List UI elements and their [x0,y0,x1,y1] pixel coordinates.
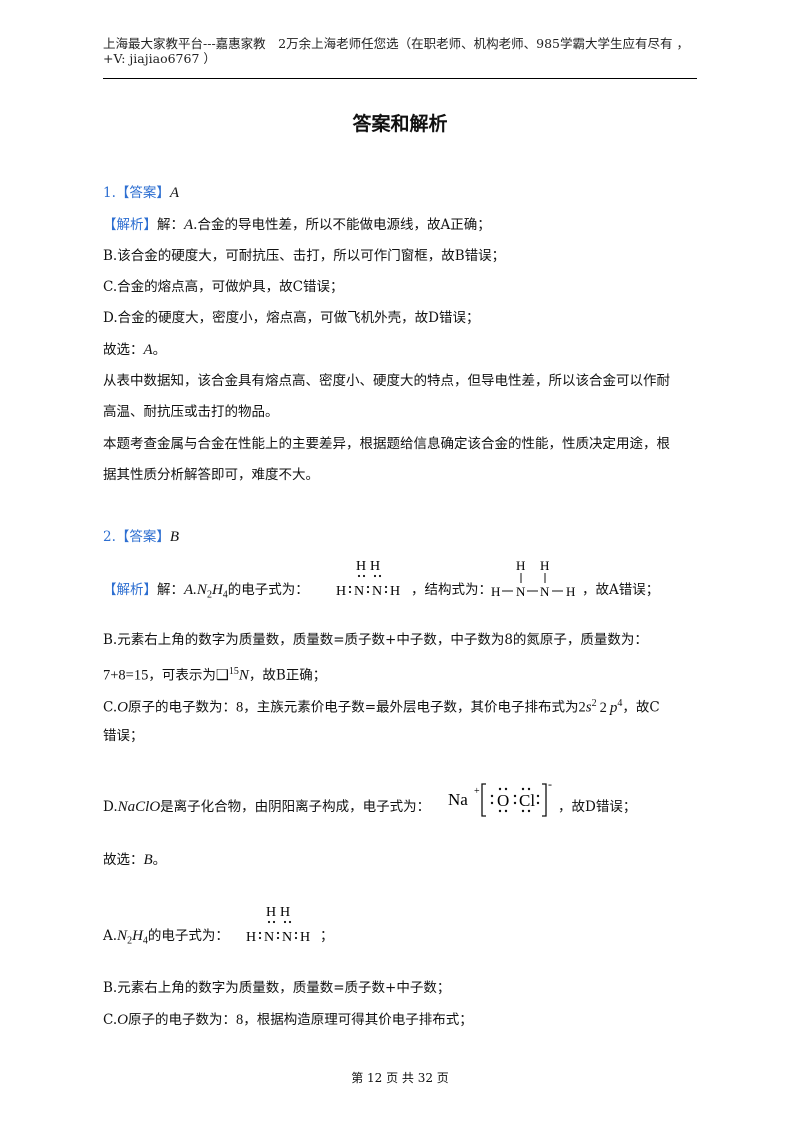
q1-summary-line-3: 本题考查金属与合金在性能上的主要差异，根据题给信息确定该合金的性能，性质决定用途… [103,436,670,452]
n2h4-structural-formula: H H H N N H [491,558,575,599]
electron-dots [348,574,388,594]
q2-analysis-line-a: 【解析】解：A.N2H4的电子式为： [103,582,309,601]
q2-note-c: C.O原子的电子数为：8，根据构造原理可得其价电子排布式； [103,1012,473,1028]
q2-note-a: A.N2H4的电子式为： [103,928,229,947]
q1-summary-line-2: 高温、耐抗压或击打的物品。 [103,404,279,420]
naclo-dots [490,787,540,813]
q2-note-a-end: ； [320,928,334,944]
struct-h-top-2: H [540,558,549,573]
header-line-2: +V: jiajiao6767 ） [103,51,216,66]
note-h-top-2: H [280,905,290,920]
naclo-electron-formula: Na + O Cl - [448,778,552,817]
q2-line-c-1: C.O原子的电子数为：8，主族元素价电子数=最外层电子数，其价电子排布式为2s2… [103,698,660,716]
q2-note-b: B.元素右上角的数字为质量数，质量数=质子数+中子数； [103,980,451,996]
n-1: N [354,584,364,599]
cl-symbol: Cl [519,791,535,810]
q1-analysis-line-3: C.合金的熔点高，可做炉具，故C错误； [103,279,344,295]
header-divider [103,78,697,79]
na-symbol: Na [448,790,468,809]
na-charge: + [474,786,480,797]
anion-charge: - [548,778,552,791]
q1-analysis-line-2: B.该合金的硬度大，可耐抗压、击打，所以可作门窗框，故B错误； [103,248,506,264]
note-h-left: H [246,930,256,945]
note-n-2: N [282,930,292,945]
struct-h-left: H [491,584,500,599]
q2-line-d-end: ，故D错误； [558,799,637,815]
q2-select-line: 故选：B。 [103,852,167,868]
header-line-1: 上海最大家教平台---嘉惠家教 2万余上海老师任您选（在职老师、机构老师、985… [103,36,689,51]
q1-answer-line: 1.【答案】A [103,185,180,201]
note-n-1: N [264,930,274,945]
h-right: H [390,584,400,599]
struct-n-2: N [540,584,550,599]
struct-h-right: H [566,584,575,599]
page-title: 答案和解析 [352,113,448,135]
n2h4-electron-formula-note: H H H N N H [246,905,310,945]
q2-line-c-2: 错误； [103,728,144,744]
page-footer: 第 12 页 共 32 页 [351,1071,449,1085]
q2-analysis-line-a-end: ，故A错误； [582,582,660,598]
q1-summary-line-1: 从表中数据知，该合金具有熔点高、密度小、硬度大的特点，但导电性差，所以该合金可以… [103,373,670,389]
q1-analysis-line-4: D.合金的硬度大，密度小，熔点高，可做飞机外壳，故D错误； [103,310,480,326]
n2h4-electron-formula: H H H N N H [336,559,400,599]
q2-line-d: D.NaClO是离子化合物，由阴阳离子构成，电子式为： [103,799,431,815]
q2-answer-line: 2.【答案】B [103,529,180,545]
note-electron-dots [258,920,298,940]
note-h-right: H [300,930,310,945]
bracket-right [542,783,547,817]
o-symbol: O [497,791,509,810]
h-left: H [336,584,346,599]
q2-line-b-1: B.元素右上角的数字为质量数，质量数=质子数+中子数，中子数为8的氮原子，质量数… [103,632,648,648]
bracket-left [481,783,486,817]
h-top-1: H [356,559,366,574]
q1-summary-line-4: 据其性质分析解答即可，难度不大。 [103,467,319,483]
n-2: N [372,584,382,599]
struct-h-top-1: H [516,558,525,573]
struct-n-1: N [516,584,526,599]
q1-analysis-line-1: 【解析】解：A.合金的导电性差，所以不能做电源线，故A正确； [103,217,491,233]
q1-select-line: 故选：A。 [103,342,167,358]
q2-analysis-line-a-mid: ，结构式为： [411,582,492,598]
h-top-2: H [370,559,380,574]
q2-line-b-2: 7+8=15，可表示为❑15N，故B正确； [103,666,327,684]
note-h-top-1: H [266,905,276,920]
